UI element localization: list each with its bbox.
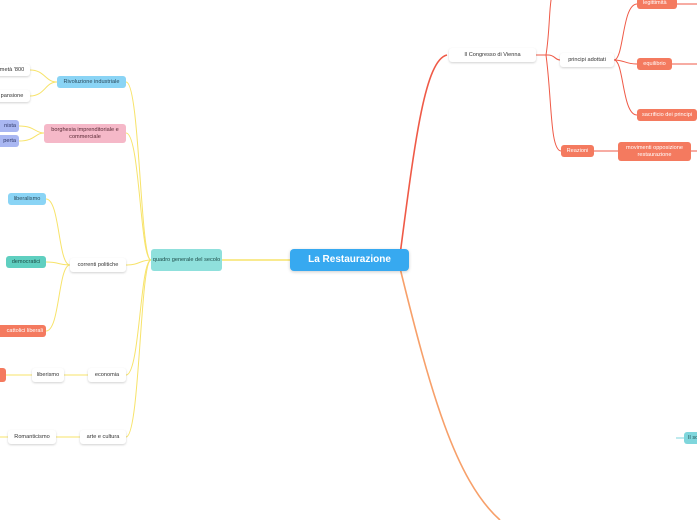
link-bourgeoisie-sub2 [18,132,45,142]
node-bourgeoisie-sub1[interactable]: nista [0,120,19,132]
node-principles[interactable]: principi adottati [560,53,614,67]
node-art-culture[interactable]: arte e cultura [80,430,126,444]
node-overview[interactable]: quadro generale del secolo [151,249,222,271]
node-economy[interactable]: economia [88,368,126,382]
node-legitimacy[interactable]: legittimità [637,0,677,9]
link-principles-legit [613,3,638,61]
node-political-currents[interactable]: correnti politiche [70,258,126,272]
link-overview-industrial [125,81,152,261]
link-root-congress [399,54,448,256]
node-opposition[interactable]: movimenti opposizione restaurazione [618,142,691,161]
root-node[interactable]: La Restaurazione [290,249,409,271]
node-congress-vienna[interactable]: Il Congresso di Vienna [449,48,536,62]
node-bourgeoisie-sub2[interactable]: perta [0,135,19,147]
node-liberalism[interactable]: liberalismo [8,193,46,205]
link-congress-reactions [545,54,562,152]
node-industrial-revolution[interactable]: Rivoluzione industriale [57,76,126,88]
link-overview-bourgeoisie [125,132,152,261]
node-liberal-catholics[interactable]: cattolici liberali [0,325,46,337]
link-bourgeoisie-sub1 [18,125,45,134]
link-congress-top [545,0,552,56]
node-edge-so[interactable]: Il so [684,432,697,444]
link-currents-liberalism [45,198,71,266]
link-principles-balance [613,59,638,65]
node-balance[interactable]: equilibrio [637,58,672,70]
node-half-1900[interactable]: metà '800 [0,64,30,76]
link-overview-currents [125,259,152,266]
link-overview-culture [125,259,152,438]
node-liberism-child[interactable] [0,368,6,382]
node-bourgeoisie[interactable]: borghesia imprenditoriale e commerciale [44,124,126,143]
node-democrats[interactable]: democratici [6,256,46,268]
node-liberism[interactable]: liberismo [32,368,64,382]
link-congress-principles [536,54,561,61]
link-root-bottom [399,267,501,520]
link-industrial-expansion [29,81,58,97]
node-romanticism[interactable]: Romanticismo [8,430,56,444]
link-currents-democrats [45,261,71,266]
node-sacrifice[interactable]: sacrificio dei principi [637,109,697,121]
node-reactions[interactable]: Reazioni [561,145,594,157]
link-principles-sacrifice [613,59,638,116]
link-overview-economy [125,259,152,376]
link-currents-catholics [45,264,71,332]
link-industrial-half [29,69,58,83]
node-expansion[interactable]: pansione [0,90,30,102]
